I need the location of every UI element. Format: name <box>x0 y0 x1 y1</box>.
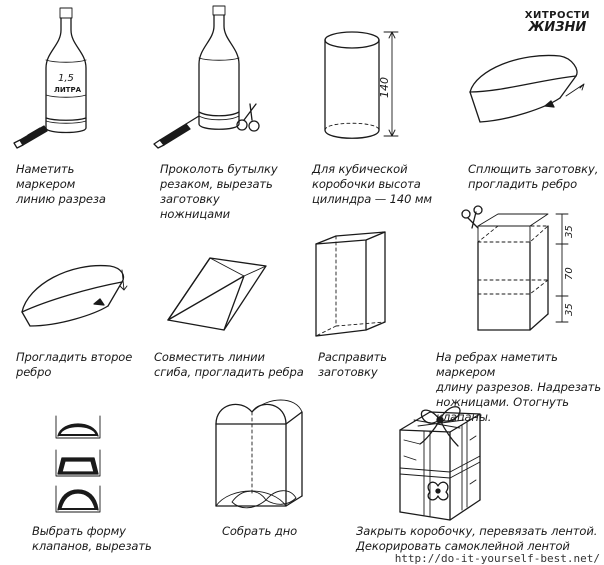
step-9-caption: Выбрать форму клапанов, вырезать <box>32 524 152 553</box>
dim-top: 35 <box>564 225 575 238</box>
dim-cylinder-height: 140 <box>378 77 391 98</box>
flower-decoration <box>427 481 449 501</box>
illustration-square-tube <box>315 231 386 337</box>
dim-middle: 70 <box>564 267 575 280</box>
illustration-gift-box <box>399 406 481 521</box>
illustration-petal-box <box>215 399 303 509</box>
dim-bottom: 35 <box>564 303 575 316</box>
step-4-caption: Сплющить заготовку, прогладить ребро <box>468 162 599 191</box>
illustration-flattened <box>469 54 585 123</box>
step-10-caption: Собрать дно <box>222 524 298 538</box>
illustration-bottle-marker: 1,5 ЛИТРА <box>13 7 87 149</box>
bottle-volume: 1,5 <box>58 73 74 84</box>
step-11-caption: Закрыть коробочку, перевязать лентой. Де… <box>356 524 598 553</box>
step-3-caption: Для кубической коробочки высота цилиндра… <box>312 162 433 206</box>
illustration-prism <box>167 257 267 331</box>
step-5-caption: Прогладить второе ребро <box>16 350 133 379</box>
illustration-cylinder: 140 <box>324 31 399 139</box>
step-7-caption: Расправить заготовку <box>318 350 387 379</box>
brand-logo: ХИТРОСТИ ЖИЗНИ <box>525 10 590 34</box>
bottle-unit: ЛИТРА <box>54 86 82 94</box>
scissors-icon <box>461 205 483 229</box>
scissors-icon <box>236 103 260 132</box>
step-1-caption: Наметить маркером линию разреза <box>16 162 106 206</box>
marker-icon <box>13 125 48 149</box>
illustration-flap-shapes <box>55 415 101 513</box>
illustration-second-crease <box>21 264 128 327</box>
illustration-bottle-cut <box>153 5 260 149</box>
bow-icon <box>419 406 461 447</box>
illustration-box-cuts: 35 70 35 <box>461 205 575 331</box>
logo-line-2: ЖИЗНИ <box>528 20 587 35</box>
logo-line-1: ХИТРОСТИ <box>524 10 590 21</box>
step-8-caption: На ребрах наметить маркером длину разрез… <box>436 350 601 424</box>
watermark-url: http://do-it-yourself-best.net/ <box>394 552 600 565</box>
cutter-icon <box>153 115 200 149</box>
step-6-caption: Совместить линии сгиба, прогладить ребра <box>154 350 304 379</box>
step-2-caption: Проколоть бутылку резаком, вырезать заго… <box>160 162 278 221</box>
